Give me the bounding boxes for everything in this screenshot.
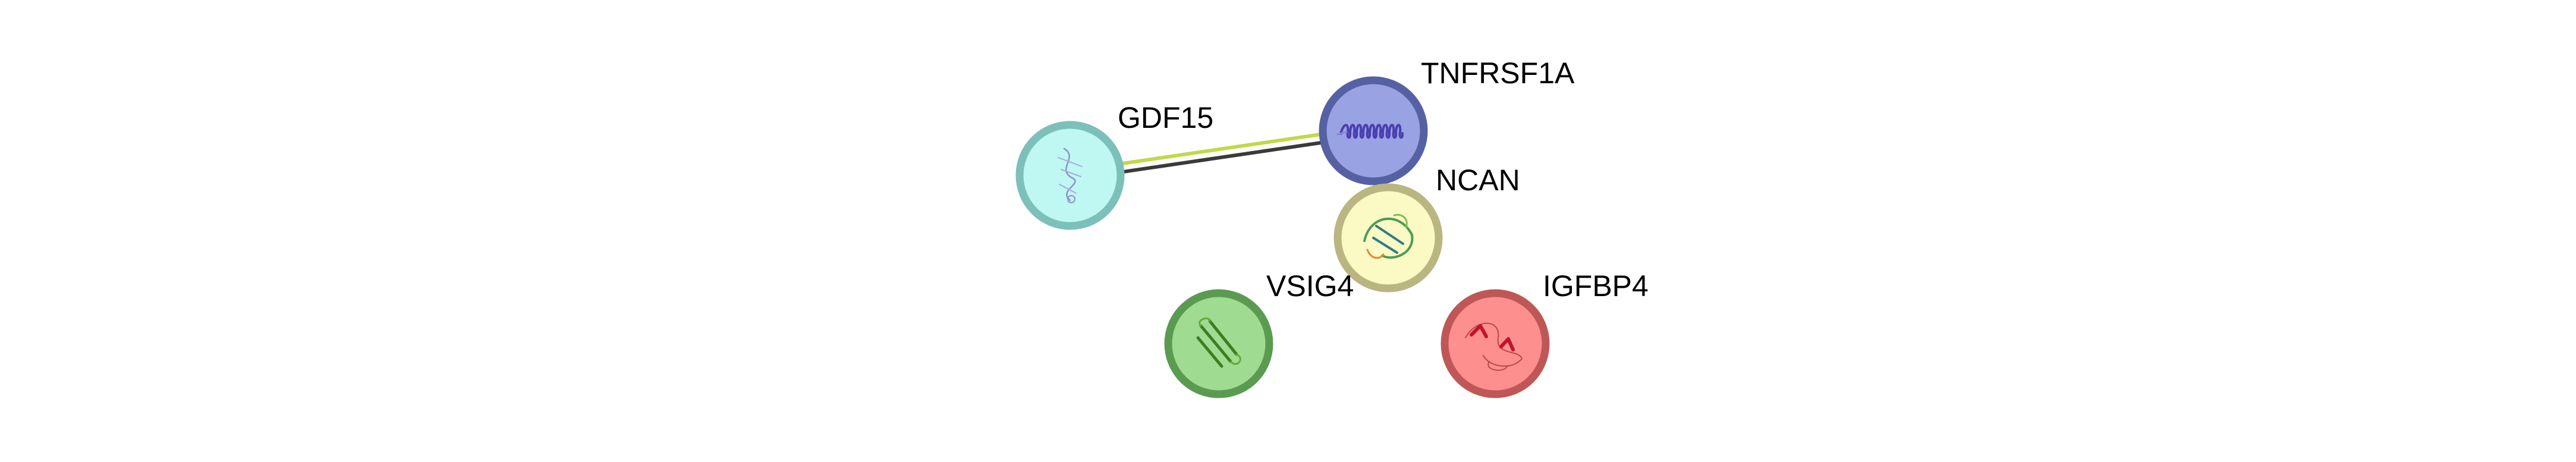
protein-structure-icon — [1465, 322, 1523, 371]
node-label: VSIG4 — [1266, 269, 1354, 303]
node-vsig4[interactable]: VSIG4 — [1164, 269, 1354, 398]
node-gdf15[interactable]: GDF15 — [1015, 101, 1213, 230]
node-label: TNFRSF1A — [1421, 56, 1575, 90]
node-label: NCAN — [1436, 164, 1520, 197]
node-label: IGFBP4 — [1543, 269, 1649, 303]
node-circle[interactable] — [1015, 121, 1125, 230]
nodes-layer: GDF15 TNFRSF1A NCAN VSIG4 IGFBP4 — [1015, 56, 1649, 398]
protein-structure-icon — [1196, 318, 1241, 368]
node-label: GDF15 — [1118, 101, 1213, 134]
protein-structure-icon — [1336, 124, 1404, 139]
protein-structure-icon — [1363, 213, 1414, 259]
node-circle[interactable] — [1333, 183, 1443, 293]
node-igfbp4[interactable]: IGFBP4 — [1440, 269, 1649, 398]
node-ncan[interactable]: NCAN — [1333, 164, 1520, 293]
protein-structure-icon — [1058, 147, 1083, 203]
node-circle[interactable] — [1440, 289, 1550, 398]
node-circle[interactable] — [1164, 289, 1273, 398]
node-tnfrsf1a[interactable]: TNFRSF1A — [1319, 56, 1575, 186]
